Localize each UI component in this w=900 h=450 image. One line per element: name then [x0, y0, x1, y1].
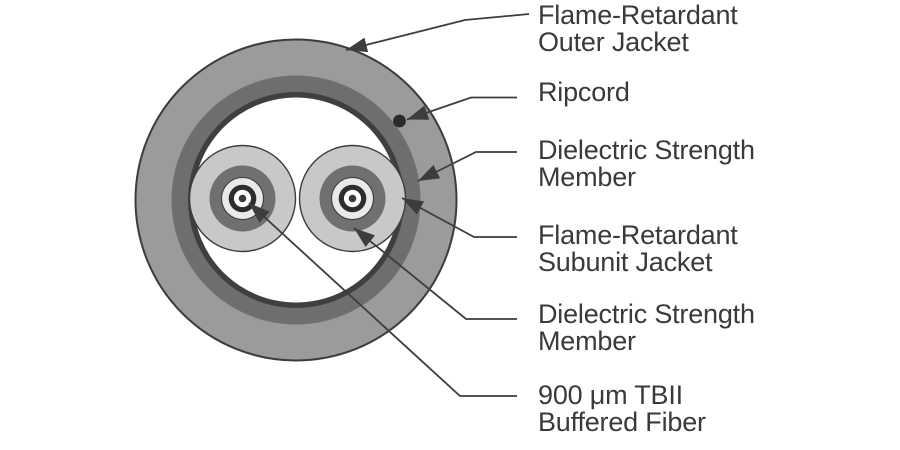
- label-line: Subunit Jacket: [538, 247, 713, 277]
- leader-subunit-jacket: [401, 197, 517, 238]
- label-line: Flame-Retardant: [538, 0, 738, 30]
- leader-lines: [248, 13, 530, 397]
- label-line: Dielectric Strength: [538, 135, 755, 165]
- subunit-right: [298, 144, 407, 253]
- subunit-left: [188, 144, 297, 253]
- label-line: Ripcord: [538, 77, 630, 107]
- label-dielectric-strength-member-cable: Dielectric Strength Member: [538, 137, 755, 191]
- label-buffered-fiber: 900 μm TBII Buffered Fiber: [538, 382, 706, 436]
- leader-buffered-fiber: [248, 202, 517, 397]
- fiber-core-dot: [238, 194, 247, 203]
- leader-dielectric-cable: [417, 151, 517, 182]
- label-line: 900 μm TBII: [538, 380, 683, 410]
- label-line: Outer Jacket: [538, 27, 689, 57]
- leader-ripcord: [406, 96, 517, 121]
- leader-outer-jacket: [345, 13, 530, 53]
- leader-dielectric-subunit: [353, 227, 517, 320]
- label-line: Member: [538, 326, 636, 356]
- fiber-core-dot: [348, 194, 357, 203]
- label-line: Flame-Retardant: [538, 220, 738, 250]
- label-dielectric-strength-member-subunit: Dielectric Strength Member: [538, 301, 755, 355]
- label-ripcord: Ripcord: [538, 79, 630, 106]
- label-line: Member: [538, 162, 636, 192]
- label-flame-retardant-outer-jacket: Flame-Retardant Outer Jacket: [538, 2, 738, 56]
- label-flame-retardant-subunit-jacket: Flame-Retardant Subunit Jacket: [538, 222, 738, 276]
- label-line: Dielectric Strength: [538, 299, 755, 329]
- label-line: Buffered Fiber: [538, 407, 706, 437]
- ripcord-dot: [393, 114, 406, 128]
